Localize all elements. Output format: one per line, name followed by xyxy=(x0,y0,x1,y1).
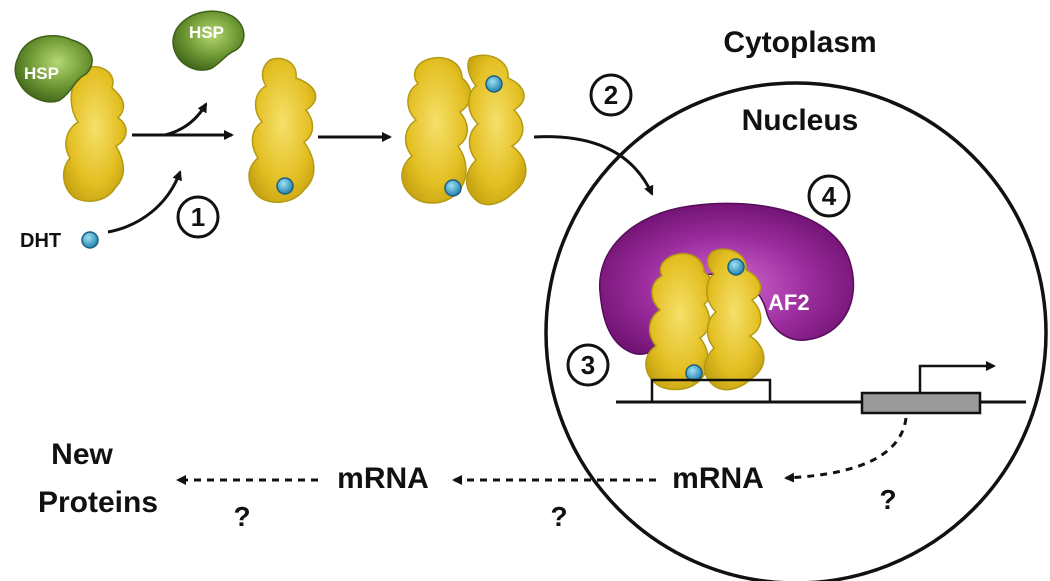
expression-pathway: mRNA mRNA New Proteins ? ? ? xyxy=(38,417,908,532)
step-4-marker: 4 xyxy=(807,174,851,218)
dna-dimer-ligand-top-icon xyxy=(727,258,745,276)
question-mark-export: ? xyxy=(550,501,567,532)
nucleus-membrane xyxy=(544,81,1048,581)
dht-ligand-icon xyxy=(81,231,99,249)
dna-strand xyxy=(616,361,1026,415)
dna-bound-dimer xyxy=(645,248,765,391)
step-1-marker: 1 xyxy=(176,195,220,239)
dimer-ligand-bottom-icon xyxy=(444,179,462,197)
released-hsp: HSP xyxy=(172,10,245,71)
dimer-ligand-top-icon xyxy=(485,75,503,93)
cytoplasm-label: Cytoplasm xyxy=(723,26,876,59)
ligand-bound-receptor xyxy=(248,57,317,203)
hsp-shape-free xyxy=(172,10,245,71)
arrow-hsp-release xyxy=(164,102,208,137)
dna-dimer-right xyxy=(703,248,765,391)
step-3-marker: 3 xyxy=(566,343,610,387)
mrna-cytoplasm-label: mRNA xyxy=(337,462,429,495)
nucleus-label: Nucleus xyxy=(742,104,859,137)
dht-ligand-bound-icon xyxy=(276,177,294,195)
svg-text:3: 3 xyxy=(581,350,595,380)
dashed-arrow-transcription xyxy=(784,417,908,483)
dimer-right-monomer xyxy=(465,54,527,206)
mrna-nuclear-label: mRNA xyxy=(672,462,764,495)
arrow-nuclear-translocation xyxy=(533,135,654,196)
step1-arrows xyxy=(107,102,234,234)
dimer-left-monomer xyxy=(401,57,472,204)
step-2-marker: 2 xyxy=(589,73,633,117)
dht-label: DHT xyxy=(20,230,61,252)
receptor-dimer xyxy=(401,54,527,206)
question-mark-transcription: ? xyxy=(879,484,896,515)
androgen-receptor-unbound xyxy=(63,66,127,202)
svg-text:2: 2 xyxy=(604,80,618,110)
hsp-label-free: HSP xyxy=(189,23,224,42)
transcription-start-arrow xyxy=(918,361,996,393)
question-mark-translation: ? xyxy=(233,501,250,532)
hsp-shape-bound xyxy=(14,35,93,103)
androgen-receptor-bound xyxy=(248,57,317,203)
hsp-label-bound: HSP xyxy=(24,64,59,83)
af2-label: AF2 xyxy=(768,290,810,315)
svg-text:1: 1 xyxy=(191,202,205,232)
dna-dimer-ligand-bottom-icon xyxy=(685,364,703,382)
new-proteins-label-line1: New xyxy=(51,438,113,471)
androgen-response-element xyxy=(650,378,772,402)
target-gene-box xyxy=(860,391,982,415)
new-proteins-label-line2: Proteins xyxy=(38,486,158,519)
arrow-dht-binding xyxy=(107,170,182,234)
receptor-hsp-complex: HSP xyxy=(14,35,127,202)
svg-text:4: 4 xyxy=(822,181,837,211)
